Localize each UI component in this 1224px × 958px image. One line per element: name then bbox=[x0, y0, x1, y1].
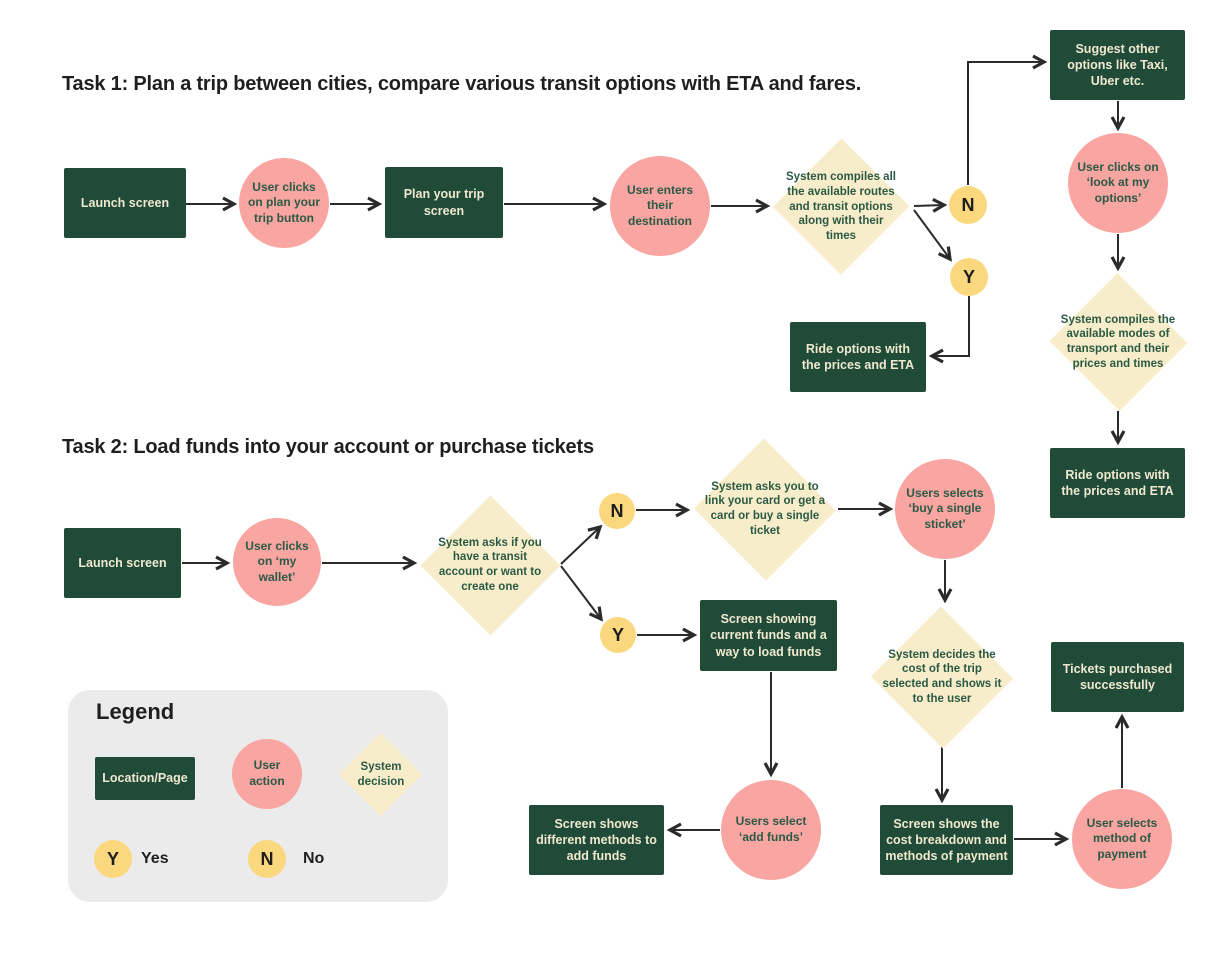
node-no-task1: N bbox=[949, 186, 987, 224]
legend-title: Legend bbox=[96, 699, 175, 724]
node-label: Screen showing current funds and a way t… bbox=[710, 612, 827, 659]
node-yes-task1: Y bbox=[950, 258, 988, 296]
node-user-clicks-my-wallet: User clicks on ‘my wallet’ bbox=[233, 518, 321, 606]
node-label: Plan your trip screen bbox=[403, 187, 485, 218]
node-label: User clicks on plan your trip button bbox=[248, 179, 320, 225]
flow-arrow bbox=[967, 54, 1048, 185]
flow-arrow bbox=[928, 296, 970, 364]
legend-yes-label: Yes bbox=[141, 850, 169, 867]
node-label: Tickets purchased successfully bbox=[1062, 661, 1173, 692]
node-label: Location/Page bbox=[102, 771, 188, 786]
node-label: User enters their destination bbox=[626, 182, 694, 228]
node-label: System decides the cost of the trip sele… bbox=[882, 648, 1002, 705]
node-label: Users select ‘add funds’ bbox=[735, 814, 807, 844]
node-label: Ride options with the prices and ETA bbox=[1061, 467, 1174, 498]
node-ride-options-mid: Ride options with the prices and ETA bbox=[790, 322, 926, 392]
flow-arrow bbox=[560, 524, 603, 565]
node-yes-task2: Y bbox=[600, 617, 636, 653]
node-label: System compiles all the available routes… bbox=[786, 171, 896, 243]
node-plan-your-trip-screen: Plan your trip screen bbox=[385, 167, 503, 238]
node-label: Launch screen bbox=[80, 195, 170, 210]
node-system-decides-cost: System decides the cost of the trip sele… bbox=[870, 607, 1014, 747]
node-label: User clicks on ‘look at my options’ bbox=[1077, 159, 1159, 205]
node-tickets-purchased: Tickets purchased successfully bbox=[1051, 642, 1184, 712]
node-label: N bbox=[610, 500, 624, 521]
node-user-clicks-look-options: User clicks on ‘look at my options’ bbox=[1068, 133, 1168, 233]
node-current-funds-screen: Screen showing current funds and a way t… bbox=[700, 600, 837, 671]
node-label: Users selects ‘buy a single sticket’ bbox=[906, 485, 984, 531]
node-label: Ride options with the prices and ETA bbox=[801, 341, 915, 372]
node-label: Screen shows different methods to add fu… bbox=[536, 816, 657, 864]
node-label: System compiles the available modes of t… bbox=[1060, 313, 1176, 370]
flow-arrow bbox=[913, 197, 948, 213]
legend-system-decision: System decision bbox=[339, 733, 423, 817]
node-user-enters-destination: User enters their destination bbox=[610, 156, 710, 256]
node-label: User clicks on ‘my wallet’ bbox=[245, 538, 309, 584]
node-add-funds-methods-screen: Screen shows different methods to add fu… bbox=[529, 805, 664, 875]
node-label: Y bbox=[611, 624, 624, 645]
task1-title: Task 1: Plan a trip between cities, comp… bbox=[62, 73, 862, 95]
flow-arrow bbox=[560, 565, 604, 622]
node-label: Y bbox=[106, 848, 119, 869]
flow-arrow bbox=[913, 209, 952, 262]
node-system-compiles-routes: System compiles all the available routes… bbox=[773, 138, 909, 276]
node-system-compiles-modes: System compiles the available modes of t… bbox=[1048, 274, 1188, 410]
node-system-asks-account: System asks if you have a transit accoun… bbox=[420, 495, 560, 635]
node-label: User action bbox=[249, 758, 285, 788]
node-user-selects-payment: User selects method of payment bbox=[1072, 789, 1172, 889]
node-label: Launch screen bbox=[78, 555, 167, 570]
node-no-task2: N bbox=[599, 493, 635, 529]
node-label: Screen shows the cost breakdown and meth… bbox=[885, 816, 1008, 864]
node-label: Y bbox=[962, 266, 975, 287]
legend-location-page: Location/Page bbox=[95, 757, 195, 800]
node-user-clicks-plan-trip: User clicks on plan your trip button bbox=[239, 158, 329, 248]
legend-no-circle: N bbox=[248, 840, 286, 878]
node-ride-options-right: Ride options with the prices and ETA bbox=[1050, 448, 1185, 518]
legend-yes-circle: Y bbox=[94, 840, 132, 878]
legend-no-label: No bbox=[303, 850, 325, 867]
node-label: User selects method of payment bbox=[1086, 815, 1158, 861]
node-launch-screen-task1: Launch screen bbox=[64, 168, 186, 238]
node-label: N bbox=[260, 848, 274, 869]
node-label: N bbox=[961, 194, 975, 215]
node-users-selects-buy-single: Users selects ‘buy a single sticket’ bbox=[895, 459, 995, 559]
node-suggest-other-options: Suggest other options like Taxi, Uber et… bbox=[1050, 30, 1185, 100]
task2-title: Task 2: Load funds into your account or … bbox=[62, 436, 594, 458]
node-label: System asks you to link your card or get… bbox=[704, 480, 826, 537]
node-system-asks-link-card: System asks you to link your card or get… bbox=[693, 439, 837, 579]
node-label: System decision bbox=[357, 761, 405, 788]
node-label: Suggest other options like Taxi, Uber et… bbox=[1067, 41, 1168, 89]
node-label: System asks if you have a transit accoun… bbox=[438, 536, 542, 593]
node-users-select-add-funds: Users select ‘add funds’ bbox=[721, 780, 821, 880]
legend-user-action: User action bbox=[232, 739, 302, 809]
node-launch-screen-task2: Launch screen bbox=[64, 528, 181, 598]
node-cost-breakdown-screen: Screen shows the cost breakdown and meth… bbox=[880, 805, 1013, 875]
